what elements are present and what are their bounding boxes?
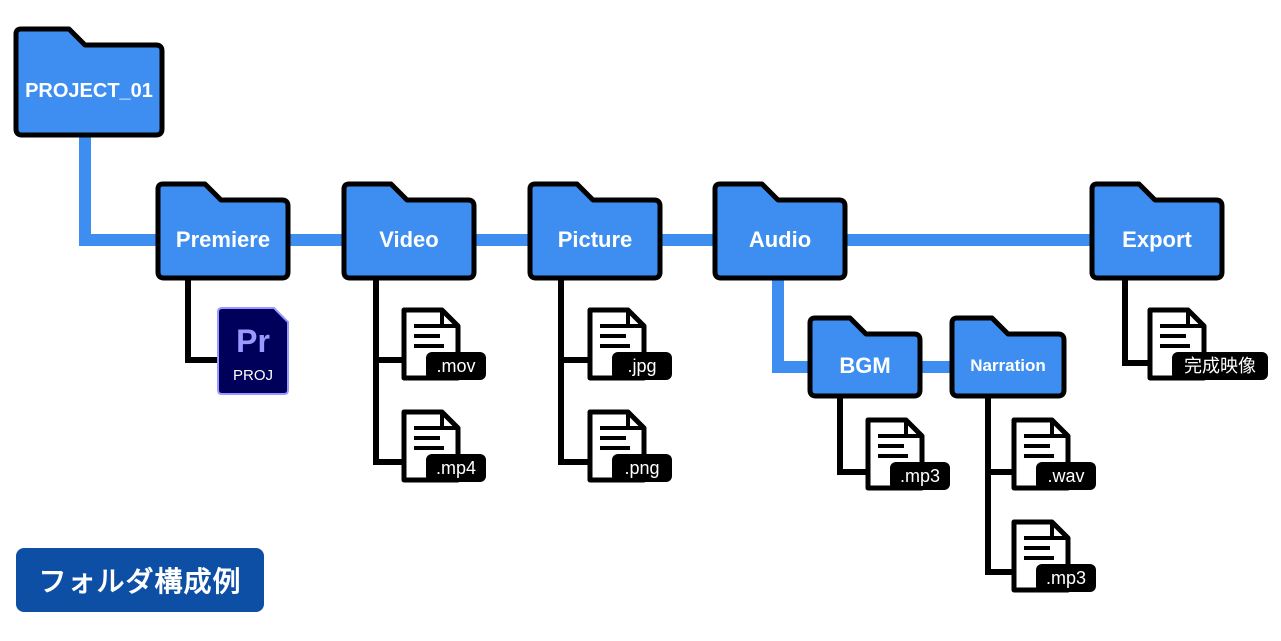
folder-audio[interactable]: Audio [712, 181, 848, 281]
file-narration-mp3[interactable]: .mp3 [1011, 519, 1096, 593]
premiere-pro-project-icon [217, 307, 289, 395]
connector-bgm-file [837, 393, 873, 475]
folder-project-01[interactable]: PROJECT_01 [13, 26, 165, 138]
folder-video-label: Video [379, 227, 439, 252]
file-bgm-mp3-label: .mp3 [900, 466, 940, 486]
file-narration-wav[interactable]: .wav [1011, 417, 1096, 491]
file-video-mp4[interactable]: .mp4 [401, 409, 486, 483]
file-extension-tag [426, 352, 486, 380]
premiere-file-extension: PROJ [233, 367, 273, 384]
folder-icon [807, 315, 923, 399]
folder-icon [712, 181, 848, 281]
folder-picture-label: Picture [558, 227, 633, 252]
file-picture-jpg-label: .jpg [627, 356, 656, 376]
folder-project-01-label: PROJECT_01 [25, 80, 153, 102]
file-extension-tag [1172, 352, 1268, 380]
folder-icon [341, 181, 477, 281]
file-extension-tag [426, 454, 486, 482]
connector-premiere-file [185, 276, 226, 363]
file-video-mov-label: .mov [436, 356, 475, 376]
file-bgm-mp3[interactable]: .mp3 [865, 417, 950, 491]
folder-export[interactable]: Export [1089, 181, 1225, 281]
file-extension-tag [1036, 564, 1096, 592]
file-picture-png-label: .png [624, 458, 659, 478]
file-narration-mp3-label: .mp3 [1046, 568, 1086, 588]
file-export-final-video[interactable]: 完成映像 [1147, 307, 1268, 381]
connector-export-file [1122, 276, 1156, 366]
legend-badge: フォルダ構成例 [16, 548, 264, 612]
folder-bgm[interactable]: BGM [807, 315, 923, 399]
folder-icon [13, 26, 165, 138]
file-extension-tag [890, 462, 950, 490]
folder-export-label: Export [1122, 227, 1192, 252]
file-extension-tag [1036, 462, 1096, 490]
folder-premiere[interactable]: Premiere [155, 181, 291, 281]
file-narration-wav-label: .wav [1047, 466, 1084, 486]
folder-picture[interactable]: Picture [527, 181, 663, 281]
premiere-logo-text: Pr [236, 323, 270, 359]
folder-narration-label: Narration [970, 356, 1046, 375]
file-extension-tag [612, 352, 672, 380]
folder-bgm-label: BGM [839, 353, 890, 378]
file-export-final-video-label: 完成映像 [1184, 356, 1256, 376]
folder-icon [155, 181, 291, 281]
folder-icon [949, 315, 1067, 399]
file-video-mp4-label: .mp4 [436, 458, 476, 478]
file-picture-png[interactable]: .png [587, 409, 672, 483]
file-picture-jpg[interactable]: .jpg [587, 307, 672, 381]
folder-video[interactable]: Video [341, 181, 477, 281]
folder-icon [1089, 181, 1225, 281]
file-video-mov[interactable]: .mov [401, 307, 486, 381]
file-extension-tag [612, 454, 672, 482]
folder-audio-label: Audio [749, 227, 811, 252]
folder-icon [527, 181, 663, 281]
folder-narration[interactable]: Narration [949, 315, 1067, 399]
folder-premiere-label: Premiere [176, 227, 270, 252]
